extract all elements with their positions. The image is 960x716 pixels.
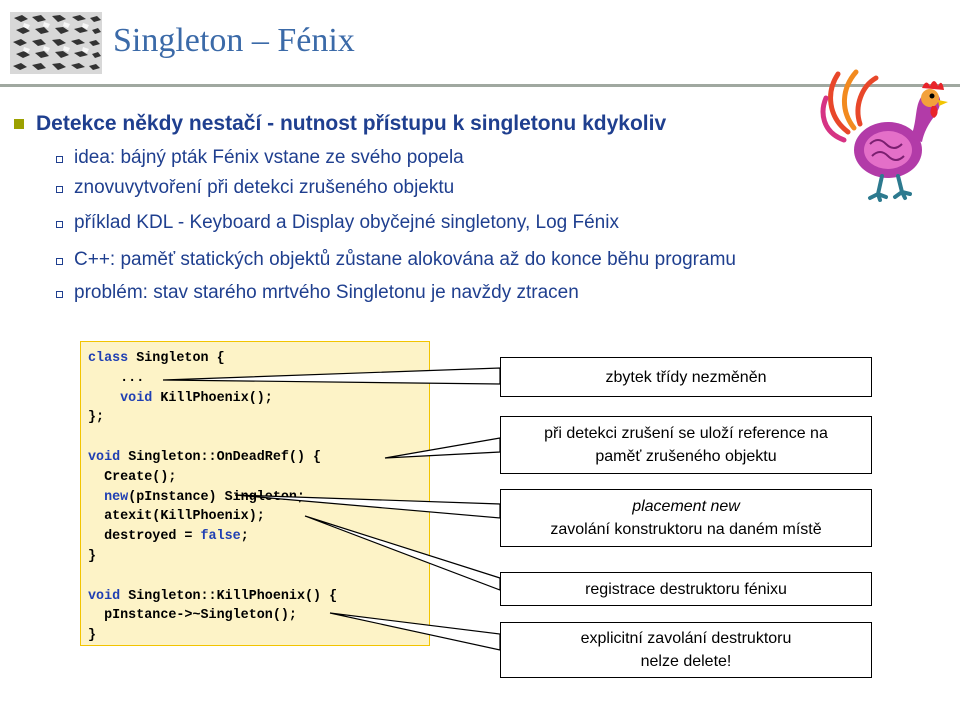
callout-placement-new: placement new zavolání konstruktoru na d…	[500, 489, 872, 547]
escher-pattern-logo-icon	[10, 12, 102, 74]
callout-rest-unchanged: zbytek třídy nezměněn	[500, 357, 872, 397]
code-text: class Singleton { ... void KillPhoenix()…	[88, 351, 338, 644]
title-divider	[0, 84, 960, 87]
callout-register-destructor: registrace destruktoru fénixu	[500, 572, 872, 606]
checkbox-bullet-icon	[56, 291, 63, 298]
page-title: Singleton – Fénix	[113, 22, 355, 59]
checkbox-bullet-icon	[56, 221, 63, 228]
main-bullet-text: Detekce někdy nestačí - nutnost přístupu…	[36, 112, 667, 135]
checkbox-bullet-icon	[56, 258, 63, 265]
checkbox-bullet-icon	[56, 156, 63, 163]
callout-save-reference: při detekci zrušení se uloží reference n…	[500, 416, 872, 474]
main-bullet-marker	[14, 119, 24, 129]
phoenix-rooster-icon	[818, 62, 956, 202]
checkbox-bullet-icon	[56, 186, 63, 193]
code-block: class Singleton { ... void KillPhoenix()…	[80, 341, 430, 646]
callout-explicit-destructor: explicitní zavolání destruktoru nelze de…	[500, 622, 872, 678]
